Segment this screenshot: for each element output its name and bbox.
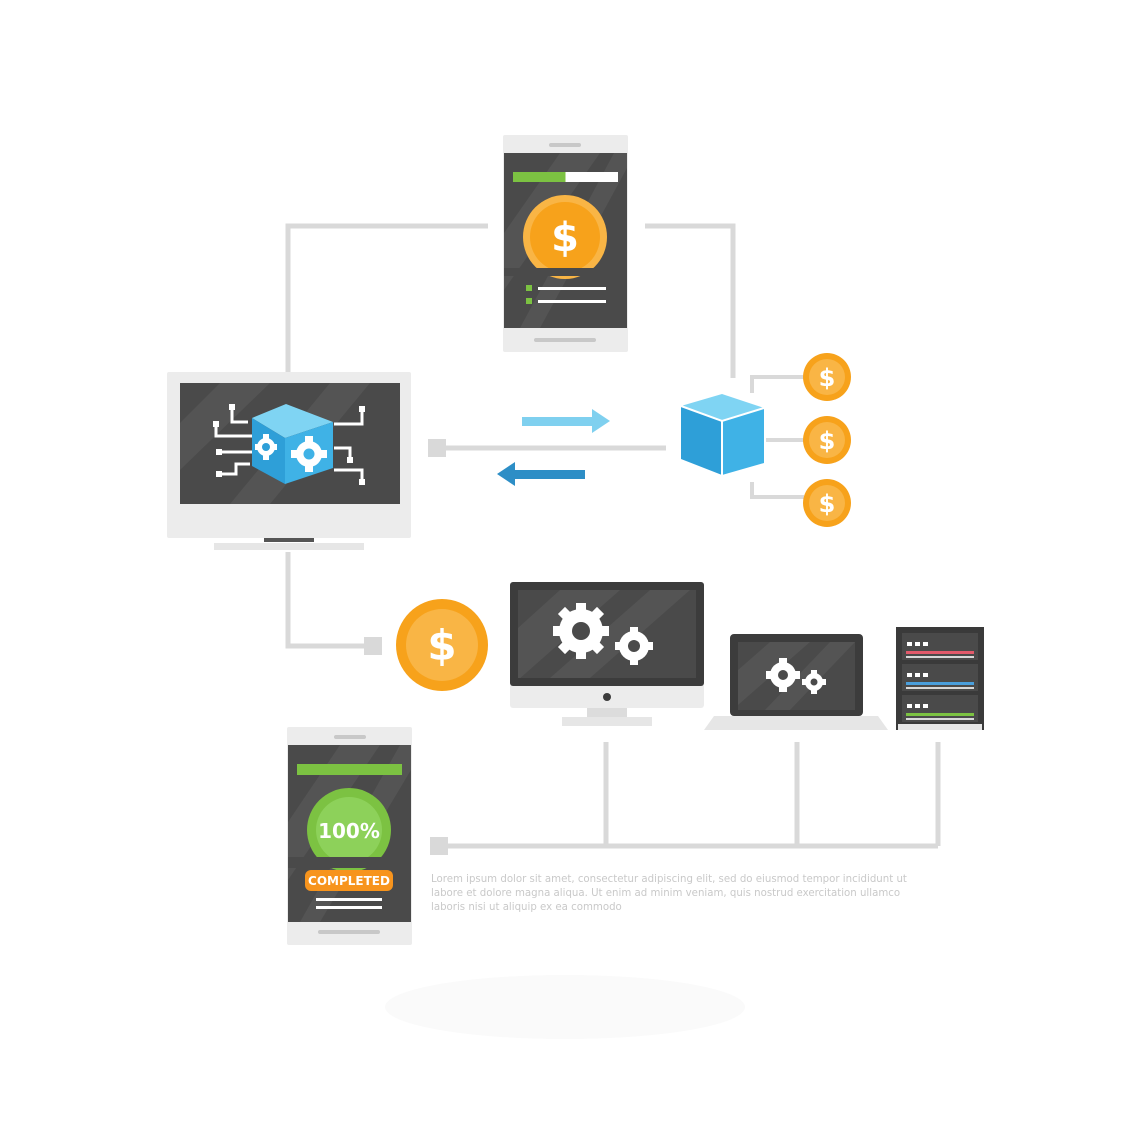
connector-node <box>428 439 446 457</box>
dollar-coin-icon: $ <box>803 353 851 401</box>
progress-fill <box>513 172 566 182</box>
server-unit <box>902 633 978 660</box>
progress-fill <box>297 764 402 775</box>
gears-icon <box>553 603 653 665</box>
connector-monitor-to-phone <box>285 223 488 372</box>
gears-icon <box>766 658 826 694</box>
svg-text:$: $ <box>427 621 456 670</box>
progress-circle: 100% <box>288 788 411 872</box>
caption-text: Lorem ipsum dolor sit amet, consectetur … <box>431 874 907 913</box>
gear-cube-icon <box>252 404 333 484</box>
connector-lines <box>285 223 941 849</box>
desktop-monitor <box>167 372 411 550</box>
arrow-left-icon <box>497 462 585 486</box>
connector-node <box>364 637 382 655</box>
cube-icon <box>680 394 765 475</box>
connector-node <box>430 837 448 855</box>
status-badge: COMPLETED <box>305 870 393 891</box>
server-rack <box>896 627 984 730</box>
dollar-coin-icon: $ <box>396 599 488 691</box>
connector-monitor-to-coin <box>285 552 364 649</box>
checkbox-icon <box>526 298 532 304</box>
server-unit <box>902 664 978 691</box>
svg-text:$: $ <box>819 364 836 392</box>
ground-shadow <box>385 975 745 1039</box>
server-unit <box>902 695 978 722</box>
connector-cube-to-coins <box>750 375 804 499</box>
checkbox-icon <box>526 285 532 291</box>
dollar-coin-icon: $ <box>523 195 607 279</box>
connector-phone-to-cube <box>645 223 736 378</box>
completion-phone: 100% COMPLETED <box>287 727 412 945</box>
dollar-coin-icon: $ <box>803 416 851 464</box>
circuit-lines-icon <box>214 408 364 482</box>
progress-percentage: 100% <box>318 819 380 843</box>
imac-monitor <box>510 582 704 726</box>
svg-text:$: $ <box>551 215 579 261</box>
payment-phone: $ <box>503 135 628 352</box>
power-button-icon <box>603 693 611 701</box>
checklist <box>526 285 606 304</box>
dollar-coin-icon: $ <box>803 479 851 527</box>
status-badge-label: COMPLETED <box>308 874 390 888</box>
arrow-right-icon <box>522 409 610 433</box>
svg-text:$: $ <box>819 490 836 518</box>
laptop <box>704 634 888 730</box>
connector-bottom-bus <box>446 742 941 849</box>
svg-text:$: $ <box>819 427 836 455</box>
